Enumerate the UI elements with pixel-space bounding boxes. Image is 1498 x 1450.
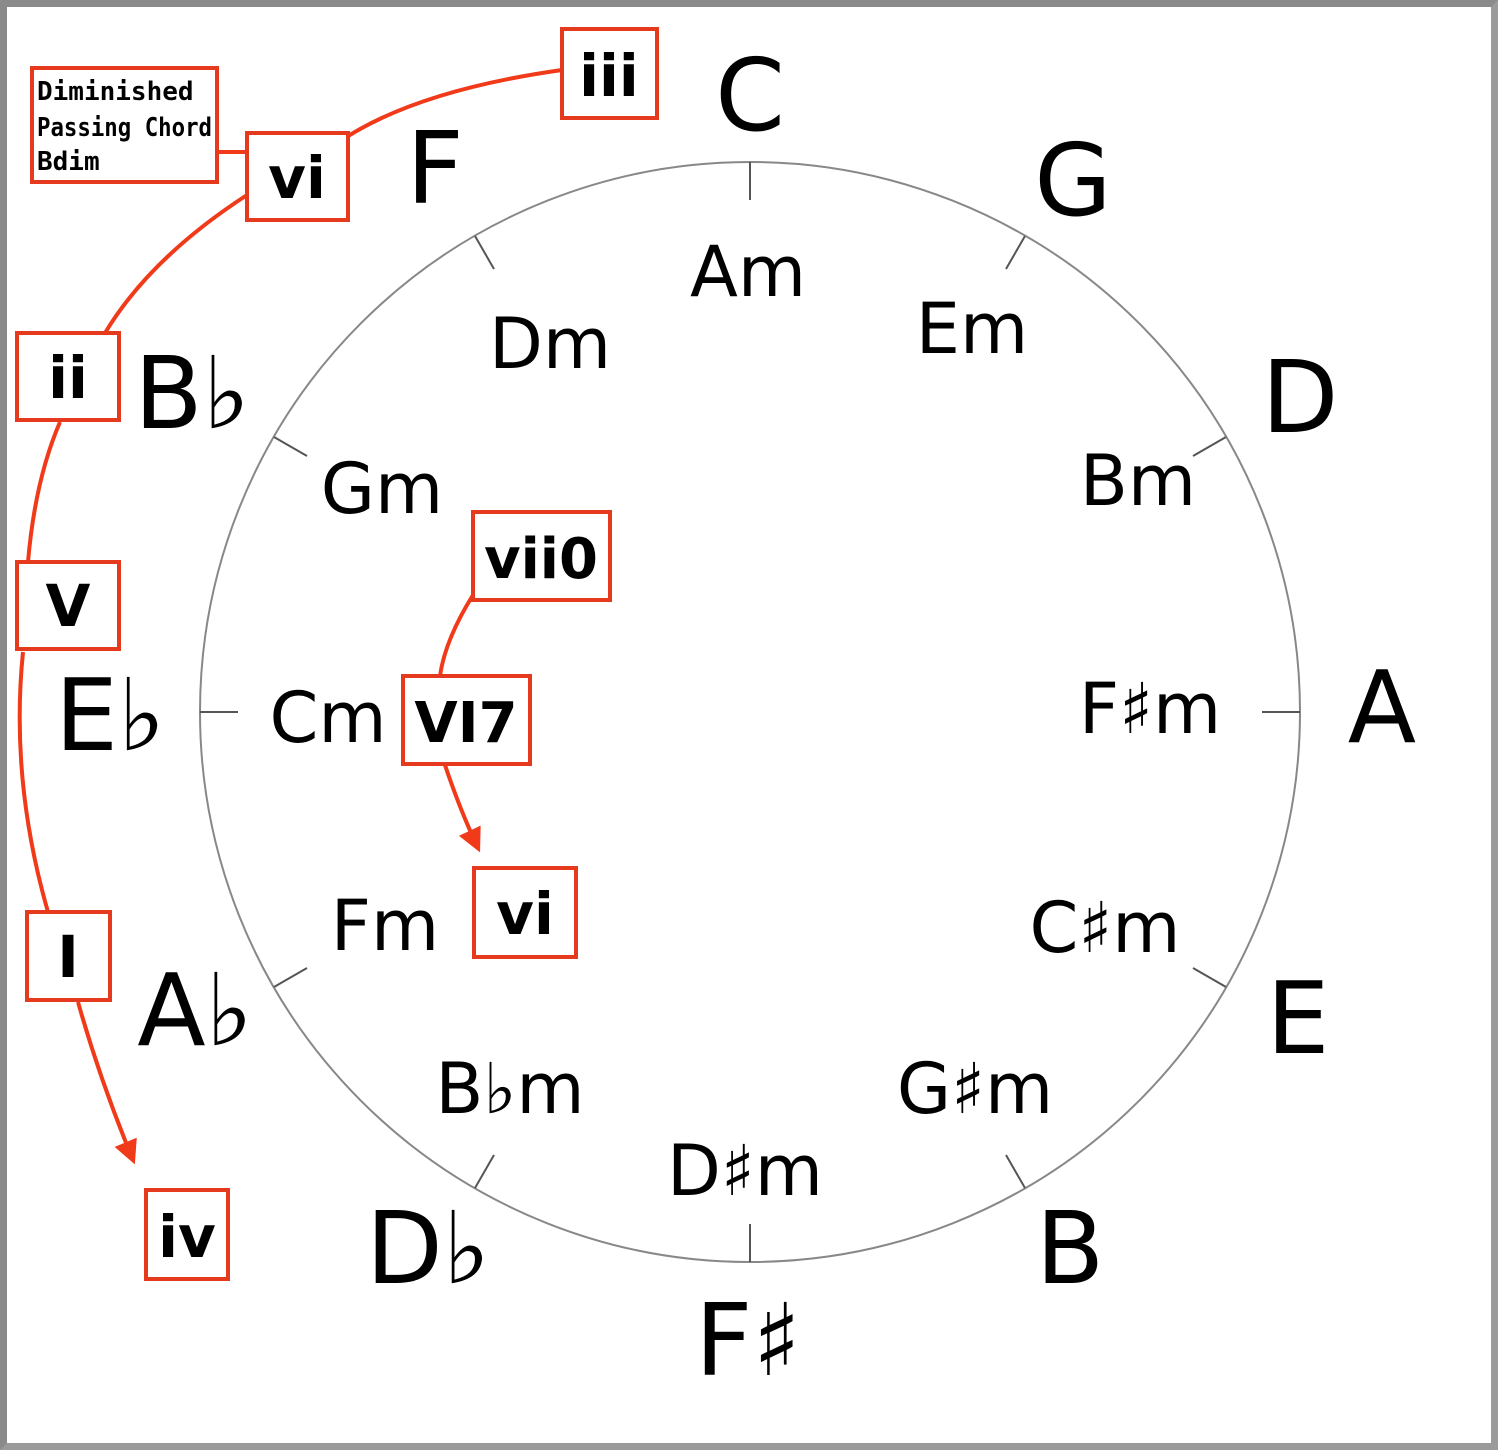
major-key-g: G [1034,122,1112,239]
minor-key-am: Am [690,231,806,313]
arrow-ii-to-v [26,421,62,563]
major-key-b: B [1036,1190,1105,1307]
major-key-a-flat: A♭ [137,952,253,1069]
minor-key-f-sharp-m: F♯m [1079,668,1221,750]
arrow-vii0-to-vi7 [438,593,475,677]
arrow-i-to-iv [76,1001,137,1165]
tick-120 [1192,967,1227,988]
roman-iii-label: iii [579,42,639,110]
minor-key-dm: Dm [489,303,611,385]
minor-key-b-flat-m: B♭m [435,1048,584,1130]
arrow-vi-to-ii [103,193,249,335]
major-key-e: E [1266,960,1329,1077]
minor-key-g-sharp-m: G♯m [897,1048,1053,1130]
roman-vii0-label: vii0 [484,527,598,592]
roman-v-box: V [15,560,121,651]
major-keys: C G D A E B F♯ D♭ A♭ E♭ B♭ F [55,37,1416,1399]
arrow-v-to-i [17,651,50,913]
roman-vi7-label: VI7 [414,691,517,756]
major-key-d-flat: D♭ [366,1190,490,1307]
minor-key-bm: Bm [1080,440,1196,522]
note-line-1: Diminished [37,77,194,107]
roman-iv-label: iv [158,1203,216,1271]
roman-i-box: I [25,910,112,1002]
roman-ii-label: ii [48,344,88,412]
note-line-3: Bdim [37,147,100,177]
note-line-2: Passing Chord [37,113,212,143]
tick-210 [474,1154,495,1189]
major-key-b-flat: B♭ [134,335,250,452]
roman-ii-box: ii [15,331,121,422]
major-key-a: A [1348,649,1416,766]
roman-vi-inner-label: vi [496,880,554,948]
diminished-note-box [30,66,219,184]
minor-key-cm: Cm [269,677,386,759]
tick-330 [474,235,495,270]
minor-key-gm: Gm [321,448,443,530]
roman-vii0-box: vii0 [471,510,612,602]
tick-150 [1005,1154,1026,1189]
minor-key-d-sharp-m: D♯m [667,1130,823,1212]
roman-vi-inner-box: vi [472,866,578,959]
tick-60 [1192,436,1227,457]
major-key-d: D [1261,339,1338,456]
tick-30 [1005,235,1026,270]
arrow-vi7-to-vi [443,764,481,853]
roman-vi7-box: VI7 [401,674,532,766]
roman-v-label: V [46,572,91,640]
major-key-f-sharp: F♯ [695,1282,801,1399]
major-key-c: C [715,37,785,154]
outer-progression-arrows [17,68,563,1165]
inner-progression-boxes: vii0 VI7 vi [401,510,612,959]
minor-key-fm: Fm [331,885,439,967]
circle-ticks [200,162,1300,1262]
arrow-iii-to-vi [343,68,563,140]
roman-i-label: I [57,923,79,991]
tick-300 [273,436,308,457]
outer-progression-boxes: iii vi ii V I iv [15,27,659,1281]
tick-240 [273,967,308,988]
minor-keys: Am Em Bm F♯m C♯m G♯m D♯m B♭m Fm Cm Gm Dm [269,231,1221,1212]
minor-key-c-sharp-m: C♯m [1030,887,1181,969]
minor-key-em: Em [916,288,1028,370]
roman-iv-box: iv [144,1188,230,1281]
major-key-f: F [406,110,464,227]
diminished-note: Diminished Passing Chord Bdim [30,66,219,184]
roman-iii-box: iii [560,27,659,120]
major-key-e-flat: E♭ [55,657,165,774]
roman-vi-box: vi [245,131,350,222]
inner-progression-arrows [438,593,481,853]
roman-vi-label: vi [268,144,326,212]
